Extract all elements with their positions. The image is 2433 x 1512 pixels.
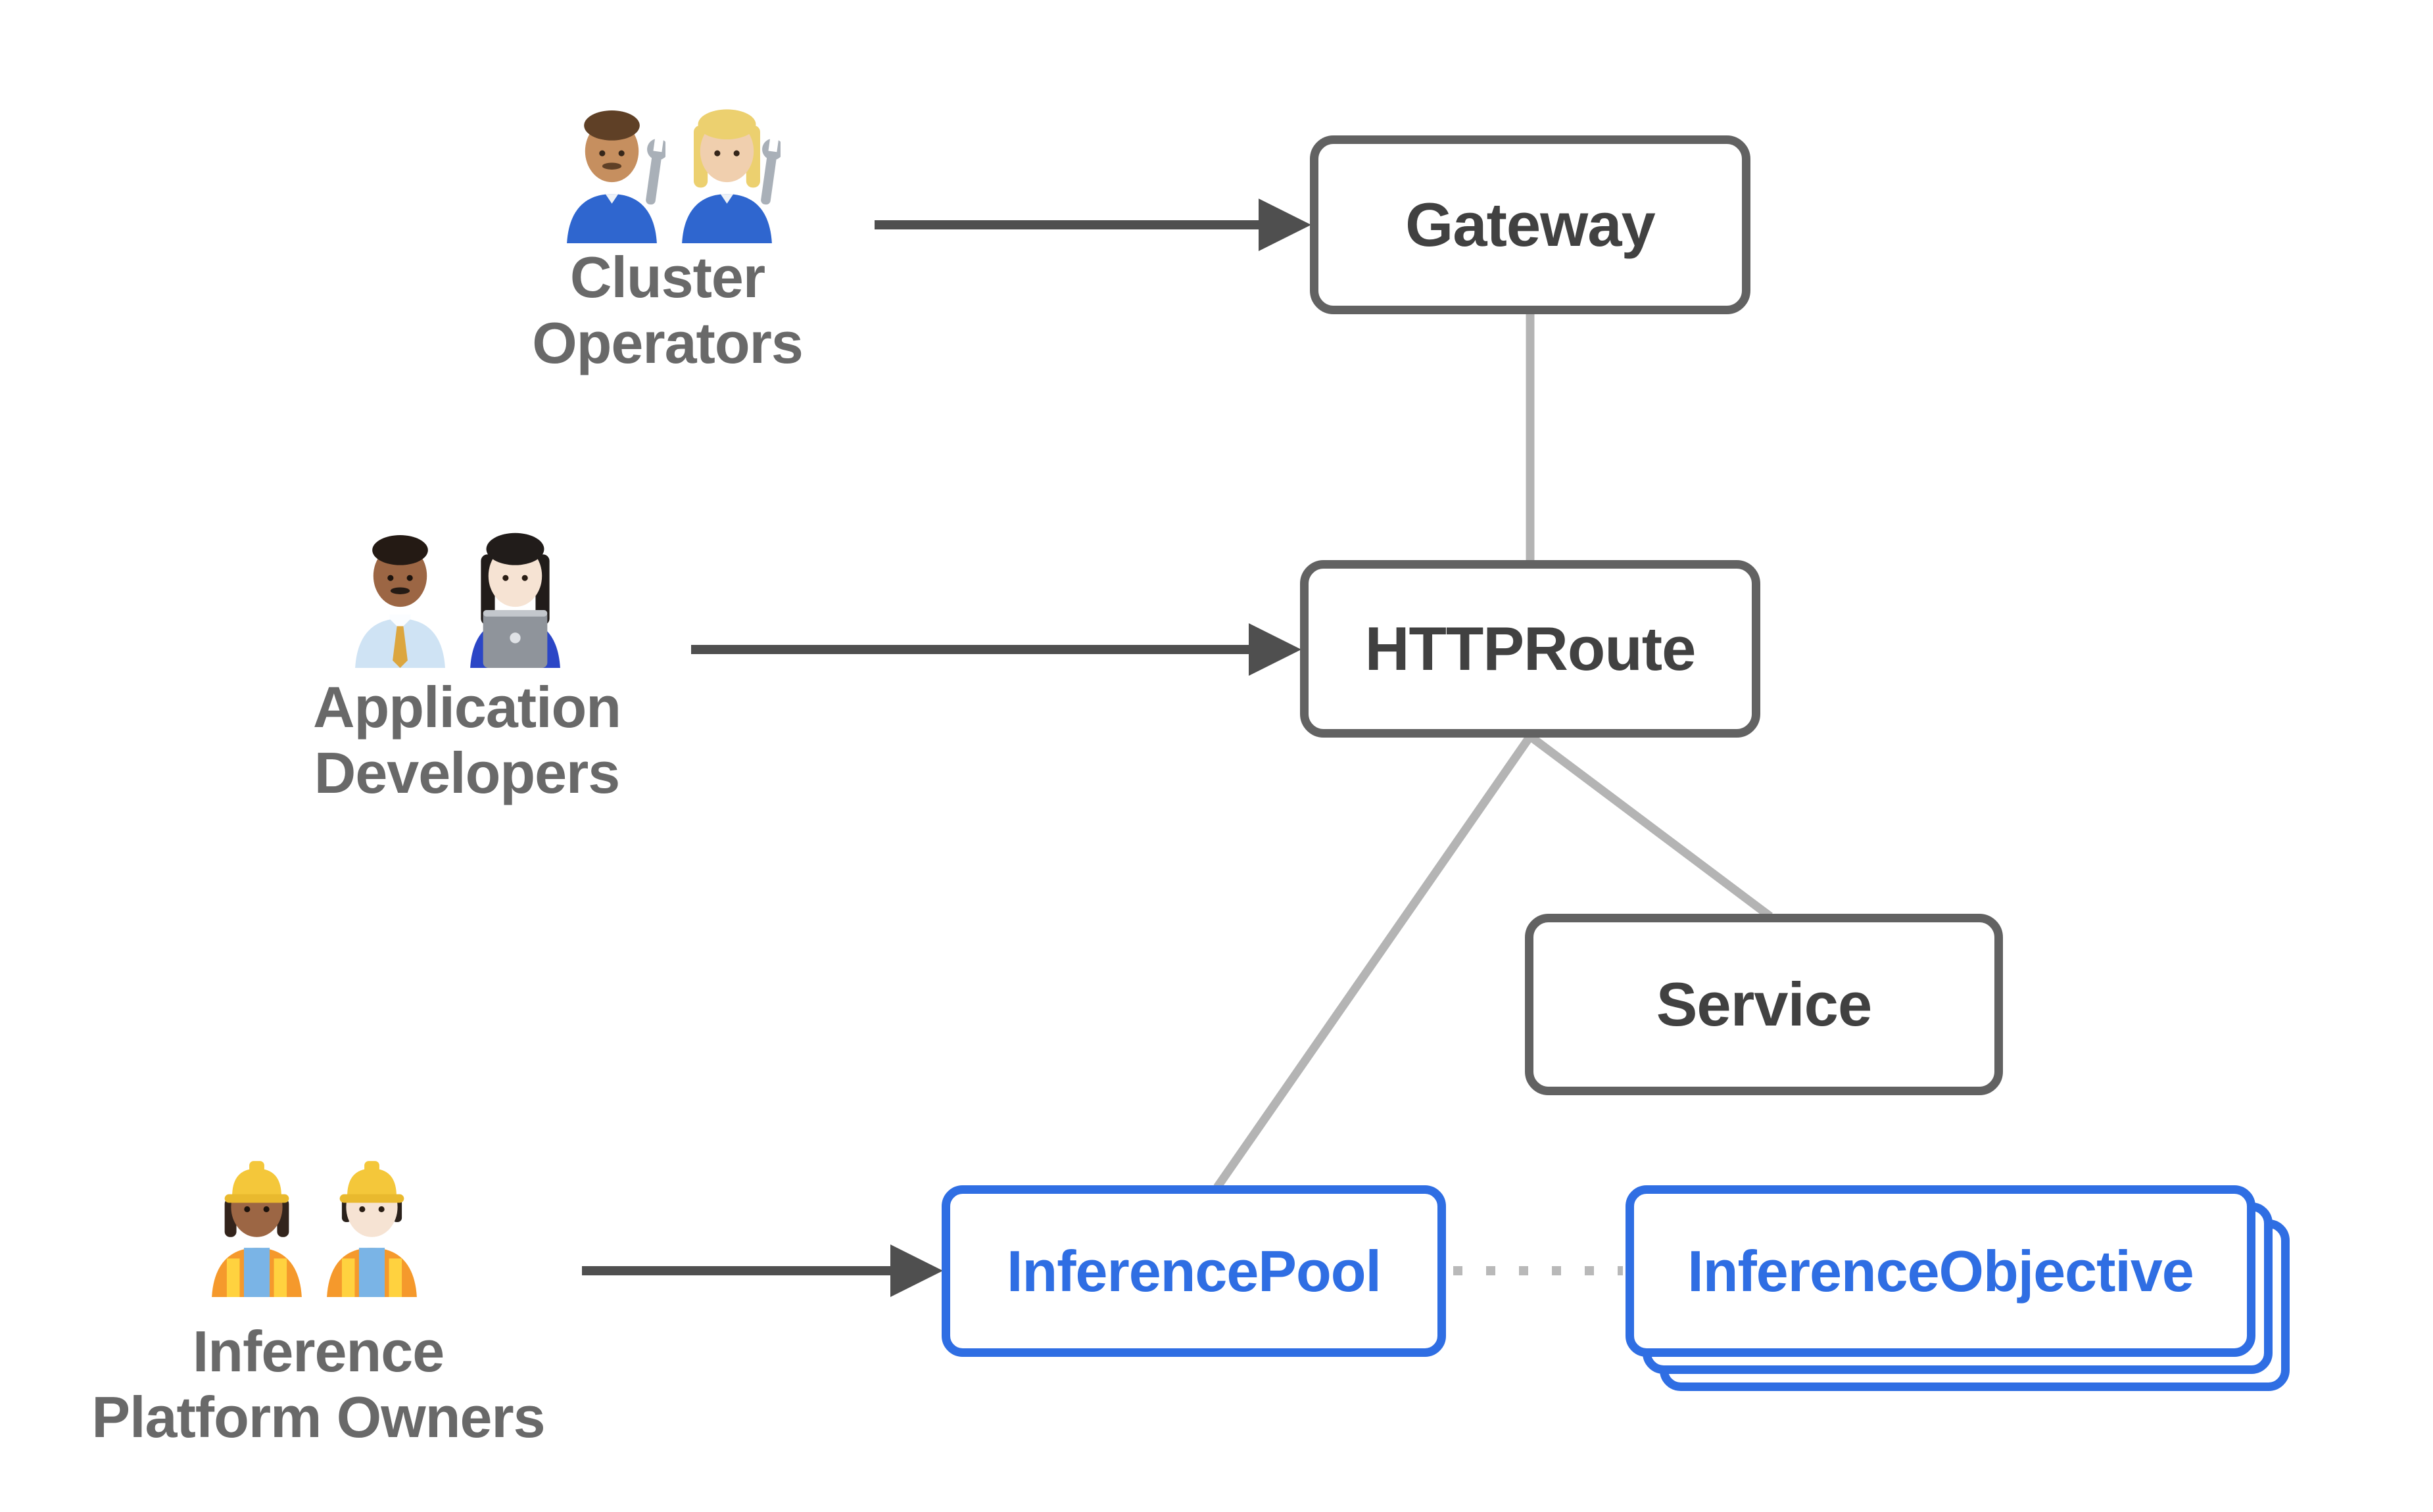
node-httproute: HTTPRoute	[1300, 560, 1760, 738]
cluster-operators-label: Cluster Operators	[372, 245, 963, 376]
man-office-worker-emoji	[355, 535, 445, 668]
application-developers-label-line2: Developers	[314, 740, 620, 805]
node-inferenceobjective-stack: InferenceObjective	[1626, 1185, 2290, 1391]
woman-construction-worker-emoji	[212, 1161, 302, 1297]
woman-technologist-emoji	[470, 532, 560, 668]
wrench-icon	[646, 133, 665, 205]
node-inferencepool-label: InferencePool	[1007, 1238, 1382, 1304]
node-service: Service	[1525, 914, 2003, 1095]
node-inferencepool: InferencePool	[942, 1185, 1446, 1357]
node-inferenceobjective-label: InferenceObjective	[1687, 1238, 2194, 1304]
hard-hat-icon	[339, 1161, 404, 1203]
man-mechanic-emoji	[567, 110, 665, 243]
node-gateway-label: Gateway	[1405, 190, 1656, 259]
application-developers-label: Application Developers	[171, 674, 763, 806]
node-inferenceobjective: InferenceObjective	[1626, 1185, 2255, 1357]
application-developers-icons	[347, 518, 569, 668]
inference-platform-owners-icons	[203, 1147, 425, 1297]
cluster-operators-label-line2: Operators	[532, 310, 804, 375]
arrow-inference-platform-owners-to-inferencepool	[582, 1244, 943, 1297]
woman-mechanic-emoji	[682, 109, 781, 243]
arrow-application-developers-to-httproute	[691, 623, 1301, 676]
hard-hat-icon	[224, 1161, 289, 1203]
cluster-operators-label-line1: Cluster	[569, 245, 765, 310]
inference-platform-owners-label: Inference Platform Owners	[22, 1319, 614, 1450]
node-gateway: Gateway	[1310, 135, 1750, 314]
cluster-operators-icons	[558, 93, 781, 243]
man-construction-worker-emoji	[327, 1161, 417, 1297]
application-developers-label-line1: Application	[312, 674, 621, 740]
edge-httproute-service	[1528, 732, 1773, 920]
node-service-label: Service	[1656, 970, 1873, 1039]
wrench-icon	[761, 133, 781, 205]
node-httproute-label: HTTPRoute	[1364, 614, 1697, 683]
laptop-icon	[483, 610, 548, 668]
inference-platform-owners-label-line2: Platform Owners	[91, 1384, 545, 1450]
edge-httproute-inferencepool	[1213, 734, 1534, 1190]
inference-platform-owners-label-line1: Inference	[192, 1319, 445, 1384]
arrow-cluster-operators-to-gateway	[875, 199, 1311, 251]
